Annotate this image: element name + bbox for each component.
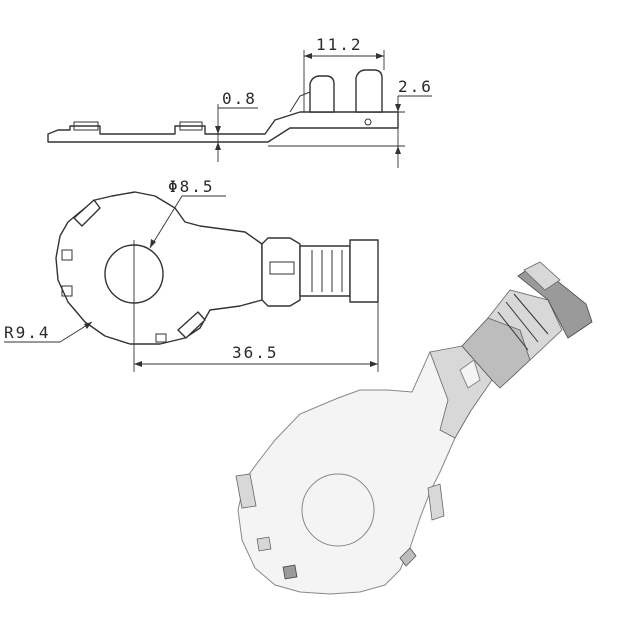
side-view-insulation-crimp	[355, 69, 383, 113]
top-view-tab-upper	[73, 199, 101, 227]
top-view-slot-3	[155, 333, 167, 343]
side-view-transition	[289, 91, 311, 113]
dim-hole-diameter-label: Φ8.5	[168, 177, 215, 196]
iso-tab-right	[427, 483, 445, 521]
top-view-slot-1	[61, 249, 73, 261]
dim-overall-length-label: 36.5	[232, 343, 279, 362]
top-view-tab-lower	[177, 311, 206, 339]
dim-crimp-arrow-right	[376, 53, 384, 59]
side-view-strip	[47, 111, 399, 143]
side-view-tab-left	[73, 121, 99, 131]
iso-ring-body	[237, 351, 471, 595]
dim-crimp-arrow-left	[304, 53, 312, 59]
top-view-slot-2	[61, 285, 73, 297]
top-view-lock-tab	[269, 261, 295, 275]
side-view-pin	[364, 118, 372, 126]
dim-thickness-arrow-bottom	[215, 142, 221, 150]
top-view-wire-barrel	[261, 237, 301, 307]
iso-slot-3	[399, 547, 417, 567]
dim-thickness-label: 0.8	[222, 89, 257, 108]
iso-slot-2	[282, 564, 298, 580]
iso-ring-hole	[301, 473, 375, 547]
dim-thickness-arrow-top	[215, 126, 221, 134]
dim-overall-arrow-left	[134, 361, 142, 367]
side-view-tab-mid	[179, 121, 203, 131]
dim-height-arrow-top	[395, 104, 401, 112]
dim-height-arrow-bottom	[395, 146, 401, 154]
iso-lock-tab	[459, 359, 481, 389]
iso-rib-3	[513, 293, 549, 335]
dim-overall-arrow-right	[370, 361, 378, 367]
dim-hole-leader	[149, 195, 183, 249]
top-view: Φ8.5 R9.4 36.5	[4, 177, 379, 372]
side-view-wire-crimp	[309, 75, 335, 113]
side-view: 11.2 2.6 0.8	[47, 35, 433, 168]
iso-rib-1	[497, 311, 529, 351]
iso-slot-1	[256, 536, 272, 552]
dim-hole-arrow	[150, 239, 156, 248]
iso-tab-left	[235, 473, 257, 509]
dim-ring-radius-label: R9.4	[4, 323, 51, 342]
dim-radius-arrow	[84, 322, 92, 329]
isometric-view	[235, 261, 593, 595]
dim-crimp-length-label: 11.2	[316, 35, 363, 54]
iso-rib-2	[505, 301, 539, 343]
iso-barrel-lip	[523, 261, 561, 291]
dim-height-label: 2.6	[398, 77, 433, 96]
top-view-barrel-end	[349, 239, 379, 303]
